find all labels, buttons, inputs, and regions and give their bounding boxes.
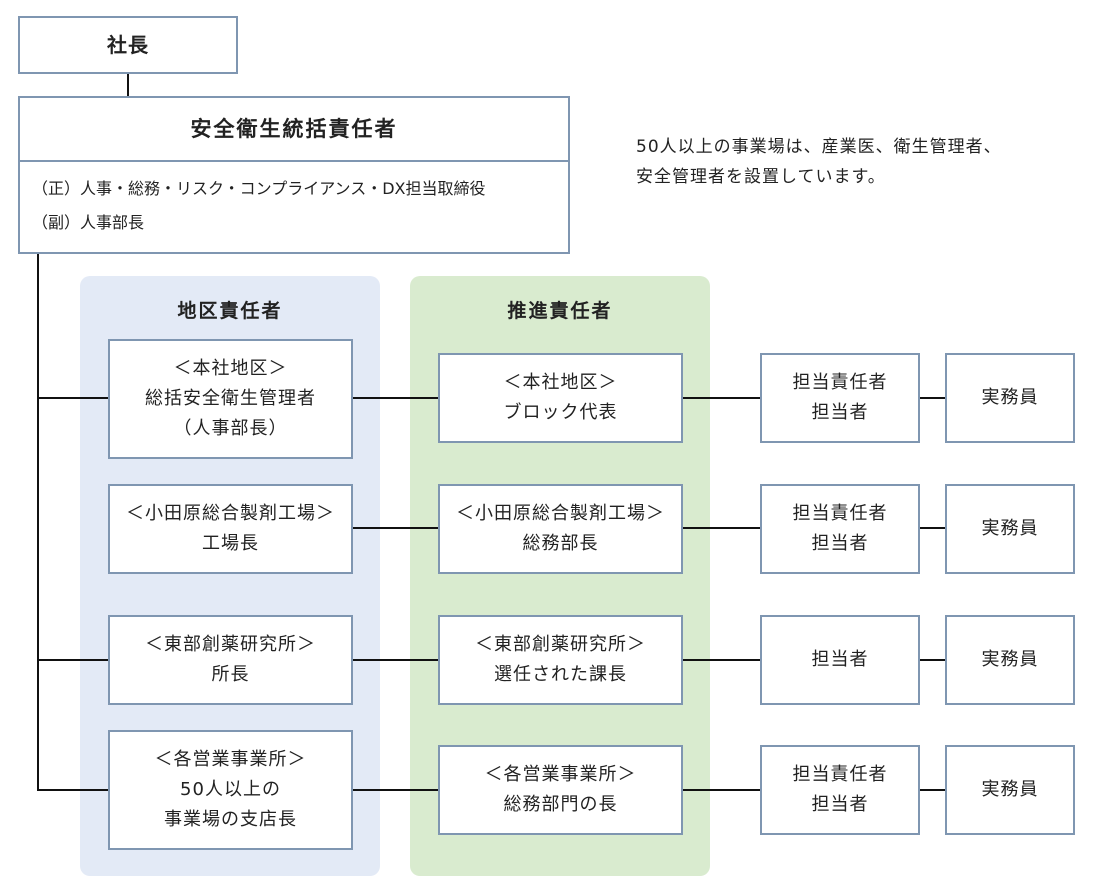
connector-row2-district-promotion — [352, 659, 439, 661]
safety-head-divider — [20, 160, 568, 162]
district-panel-title: 地区責任者 — [177, 300, 283, 322]
officer-row2-line0: 担当者 — [811, 649, 869, 670]
connector-row3-promotion-officer — [682, 789, 761, 791]
officer-box-row0: 担当責任者 担当者 — [760, 353, 920, 443]
promotion-row0-line1: ブロック代表 — [503, 402, 618, 423]
officer-row0-line1: 担当者 — [811, 402, 869, 423]
side-note: 50人以上の事業場は、産業医、衛生管理者、 安全管理者を設置しています。 — [636, 132, 1002, 192]
side-note-line1: 50人以上の事業場は、産業医、衛生管理者、 — [636, 137, 1002, 157]
staff-row2-label: 実務員 — [981, 649, 1039, 670]
officer-row1-line0: 担当責任者 — [792, 503, 888, 524]
promotion-row3-line0: ＜各営業事業所＞ — [484, 764, 637, 785]
connector-row2-trunk — [37, 659, 109, 661]
connector-row3-officer-staff — [919, 789, 946, 791]
district-box-row1: ＜小田原総合製剤工場＞ 工場長 — [108, 484, 353, 574]
staff-box-row1: 実務員 — [945, 484, 1075, 574]
president-box: 社長 — [18, 16, 238, 74]
promotion-box-row2: ＜東部創薬研究所＞ 選任された課長 — [438, 615, 683, 705]
connector-row1-trunk — [37, 397, 109, 399]
connector-main-trunk — [37, 254, 39, 790]
promotion-box-row1: ＜小田原総合製剤工場＞ 総務部長 — [438, 484, 683, 574]
district-row0-line0: ＜本社地区＞ — [173, 358, 288, 379]
district-box-row2: ＜東部創薬研究所＞ 所長 — [108, 615, 353, 705]
district-row1-line1: 工場長 — [202, 533, 259, 554]
district-row1-line0: ＜小田原総合製剤工場＞ — [126, 503, 335, 524]
promotion-row1-line1: 総務部長 — [522, 533, 599, 554]
district-row3-line1: 50人以上の — [180, 779, 281, 800]
district-row3-line2: 事業場の支店長 — [164, 809, 297, 830]
connector-row1-promotion-officer — [682, 527, 761, 529]
district-row0-line2: （人事部長） — [173, 418, 288, 439]
officer-box-row3: 担当責任者 担当者 — [760, 745, 920, 835]
promotion-row3-line1: 総務部門の長 — [503, 794, 618, 815]
connector-row2-officer-staff — [919, 659, 946, 661]
officer-row0-line0: 担当責任者 — [792, 372, 888, 393]
promotion-panel-title: 推進責任者 — [507, 300, 613, 322]
officer-box-row2: 担当者 — [760, 615, 920, 705]
promotion-row2-line1: 選任された課長 — [494, 664, 627, 685]
safety-head-deputy: （副）人事部長 — [32, 213, 145, 232]
connector-row2-promotion-officer — [682, 659, 761, 661]
district-box-row0: ＜本社地区＞ 総括安全衛生管理者 （人事部長） — [108, 339, 353, 459]
connector-row0-promotion-officer — [682, 397, 761, 399]
connector-row1-district-promotion — [352, 527, 439, 529]
connector-row1-officer-staff — [919, 527, 946, 529]
staff-row1-label: 実務員 — [981, 518, 1039, 539]
district-row2-line1: 所長 — [211, 664, 250, 685]
staff-row3-label: 実務員 — [981, 779, 1039, 800]
promotion-row1-line0: ＜小田原総合製剤工場＞ — [456, 503, 665, 524]
officer-row3-line0: 担当責任者 — [792, 764, 888, 785]
staff-box-row3: 実務員 — [945, 745, 1075, 835]
connector-president-to-head — [127, 74, 129, 96]
district-row0-line1: 総括安全衛生管理者 — [145, 388, 316, 409]
promotion-row2-line0: ＜東部創薬研究所＞ — [475, 634, 646, 655]
staff-row0-label: 実務員 — [981, 387, 1039, 408]
officer-box-row1: 担当責任者 担当者 — [760, 484, 920, 574]
promotion-box-row3: ＜各営業事業所＞ 総務部門の長 — [438, 745, 683, 835]
staff-box-row2: 実務員 — [945, 615, 1075, 705]
district-row2-line0: ＜東部創薬研究所＞ — [145, 634, 316, 655]
officer-row3-line1: 担当者 — [811, 794, 869, 815]
officer-row1-line1: 担当者 — [811, 533, 869, 554]
district-row3-line0: ＜各営業事業所＞ — [154, 749, 307, 770]
promotion-row0-line0: ＜本社地区＞ — [503, 372, 618, 393]
safety-head-box: 安全衛生統括責任者 （正）人事・総務・リスク・コンプライアンス・DX担当取締役 … — [18, 96, 570, 254]
safety-head-title: 安全衛生統括責任者 — [190, 117, 398, 141]
connector-row0-officer-staff — [919, 397, 946, 399]
side-note-line2: 安全管理者を設置しています。 — [636, 167, 886, 187]
president-label: 社長 — [107, 33, 149, 57]
promotion-box-row0: ＜本社地区＞ ブロック代表 — [438, 353, 683, 443]
connector-row0-district-promotion — [352, 397, 439, 399]
staff-box-row0: 実務員 — [945, 353, 1075, 443]
district-box-row3: ＜各営業事業所＞ 50人以上の 事業場の支店長 — [108, 730, 353, 850]
connector-row3-trunk — [37, 789, 109, 791]
safety-head-primary: （正）人事・総務・リスク・コンプライアンス・DX担当取締役 — [32, 179, 486, 198]
connector-row3-district-promotion — [352, 789, 439, 791]
